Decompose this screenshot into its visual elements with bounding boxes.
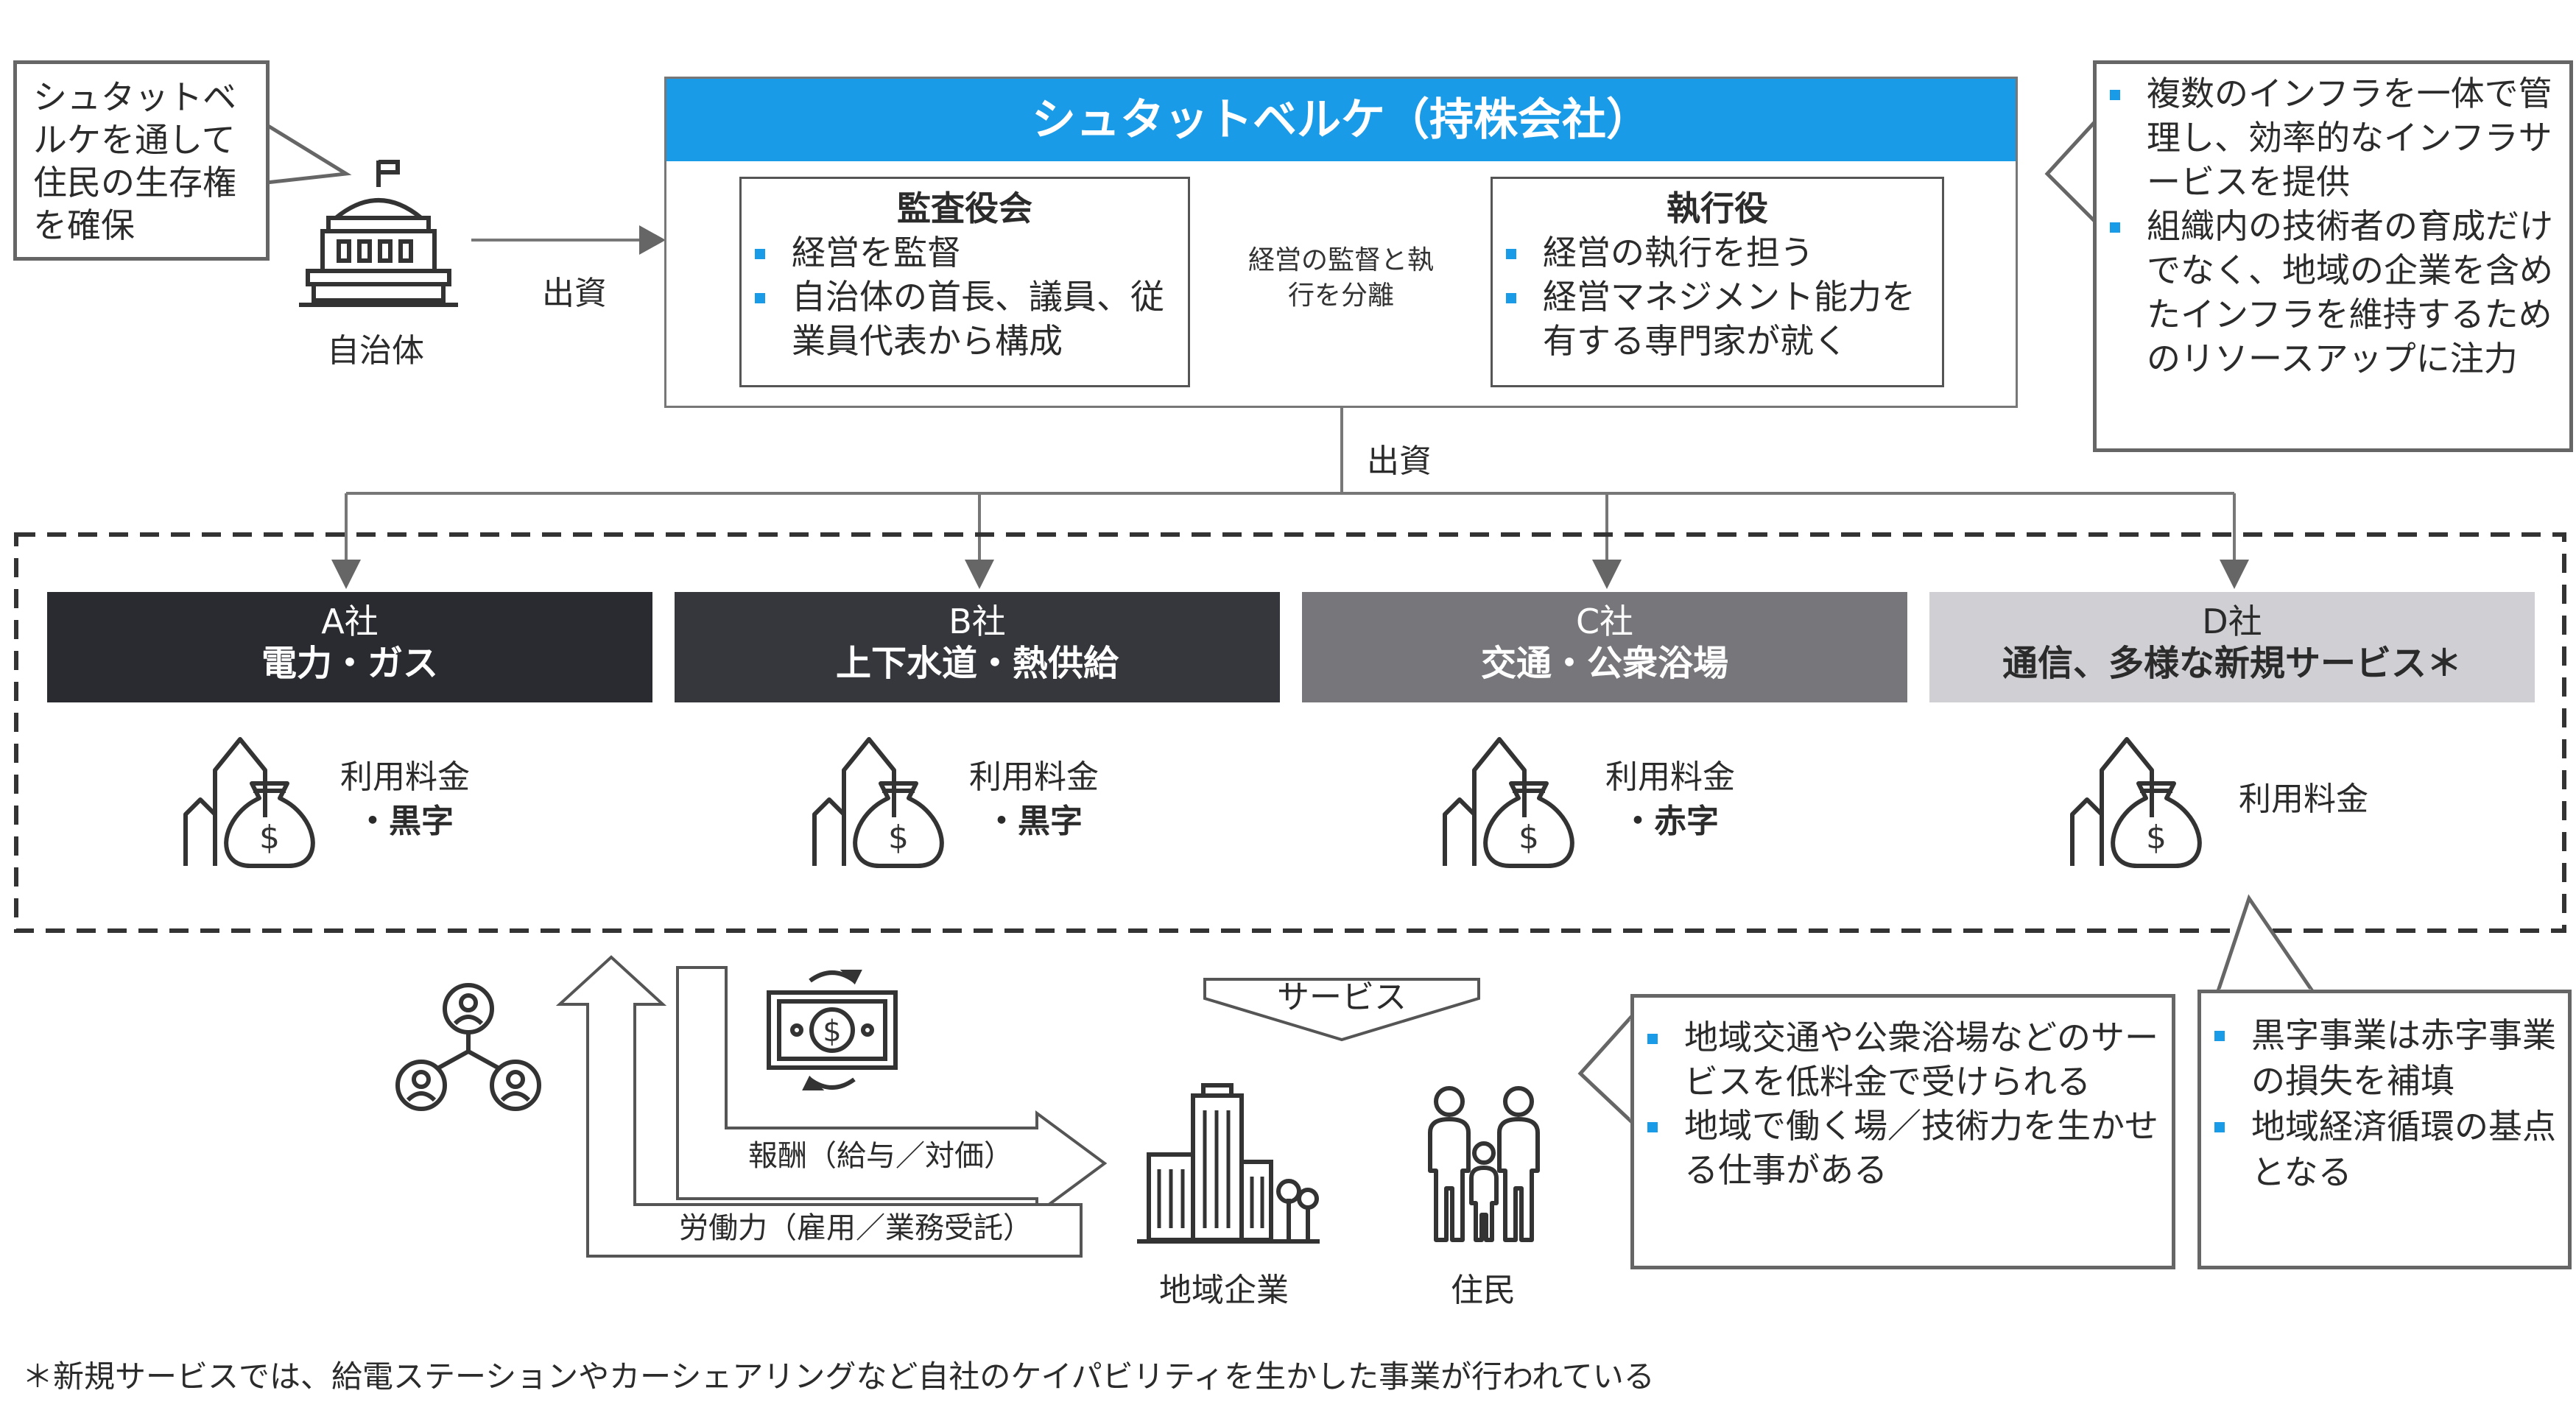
holding-title: シュタットベルケ（持株会社） [666, 79, 2016, 161]
supervisory-board: 監査役会 経営を監督 自治体の首長、議員、従業員代表から構成 [739, 177, 1190, 387]
residents-callout: 地域交通や公衆浴場などのサービスを低料金で受けられる 地域で働く場／技術力を生か… [1630, 994, 2175, 1269]
executive-list: 経営の執行を担う 経営マネジメント能力を有する専門家が就く [1493, 230, 1942, 363]
local-business-building-icon [1137, 1083, 1320, 1244]
company-c-status: ・赤字 [1622, 803, 1719, 840]
company-b-fee: 利用料金 ・黒字 [969, 755, 1099, 844]
company-a-fee: 利用料金 ・黒字 [340, 755, 470, 844]
local-business-label: 地域企業 [1159, 1272, 1289, 1309]
residents-item-2: 地域で働く場／技術力を生かせる仕事がある [1634, 1104, 2164, 1192]
executive-title: 執行役 [1667, 188, 1768, 228]
company-b-status: ・黒字 [985, 803, 1083, 840]
footnote: ＊新規サービスでは、給電ステーションやカーシェアリングなど自社のケイパビリティを… [22, 1358, 1655, 1395]
company-b-fee-label: 利用料金 [969, 758, 1099, 796]
revenue-icon-c [1442, 729, 1582, 873]
profit-item-1: 黒字事業は赤字事業の損失を補填 [2201, 1012, 2561, 1104]
executive-officers: 執行役 経営の執行を担う 経営マネジメント能力を有する専門家が就く [1491, 177, 1944, 387]
service-label: サービス [1277, 979, 1407, 1016]
infrastructure-callout: 複数のインフラを一体で管理し、効率的なインフラサービスを提供 組織内の技術者の育… [2093, 60, 2573, 452]
company-a-desc: 電力・ガス [261, 643, 438, 684]
company-a-name: A社 [321, 602, 379, 641]
company-b-name: B社 [949, 602, 1006, 641]
labor-label: 労働力（雇用／業務受託） [679, 1211, 1032, 1245]
company-c-desc: 交通・公衆浴場 [1480, 643, 1728, 684]
people-network-icon [395, 983, 541, 1111]
company-c-name: C社 [1575, 602, 1634, 641]
company-d-desc: 通信、多様な新規サービス＊ [2002, 643, 2462, 684]
revenue-icon-b [812, 729, 951, 873]
municipality-building-icon [299, 160, 458, 307]
municipality-building-windows [295, 153, 462, 309]
supervisory-board-title: 監査役会 [897, 188, 1032, 228]
company-b-desc: 上下水道・熱供給 [835, 643, 1119, 684]
company-c: C社 交通・公衆浴場 [1302, 592, 1907, 702]
separation-label: 経営の監督と執行を分離 [1247, 245, 1434, 311]
residents-family-icon [1428, 1086, 1540, 1242]
profit-callout: 黒字事業は赤字事業の損失を補填 地域経済循環の基点となる [2197, 990, 2572, 1269]
company-d: D社 通信、多様な新規サービス＊ [1929, 592, 2535, 702]
board-item-1: 経営を監督 [742, 230, 1176, 275]
residents-item-1: 地域交通や公衆浴場などのサービスを低料金で受けられる [1634, 1015, 2164, 1104]
company-c-fee-label: 利用料金 [1605, 758, 1735, 796]
supervisory-board-list: 経営を監督 自治体の首長、議員、従業員代表から構成 [742, 230, 1188, 363]
company-b: B社 上下水道・熱供給 [675, 592, 1280, 702]
holding-invest-label: 出資 [1367, 443, 1432, 480]
svg-text:$: $ [823, 1015, 841, 1048]
company-a-fee-label: 利用料金 [340, 758, 470, 796]
residents-label: 住民 [1451, 1272, 1516, 1309]
municipality-label: 自治体 [327, 332, 424, 370]
infra-item-1: 複数のインフラを一体で管理し、効率的なインフラサービスを提供 [2097, 71, 2562, 204]
money-exchange-icon: $ [767, 970, 898, 1090]
municipality-callout-text: シュタットベルケを通して住民の生存権を確保 [33, 77, 236, 245]
revenue-icon-d [2069, 729, 2209, 873]
board-item-2: 自治体の首長、議員、従業員代表から構成 [742, 275, 1176, 363]
company-d-fee-label: 利用料金 [2239, 780, 2368, 818]
executive-item-1: 経営の執行を担う [1493, 230, 1935, 275]
infra-item-2: 組織内の技術者の育成だけでなく、地域の企業を含めたインフラを維持するためのリソー… [2097, 204, 2562, 381]
revenue-icon-a [183, 729, 323, 873]
municipality-invest-label: 出資 [542, 275, 607, 312]
company-d-name: D社 [2202, 602, 2262, 641]
company-c-fee: 利用料金 ・赤字 [1605, 755, 1735, 844]
company-d-fee: 利用料金 [2239, 778, 2368, 822]
municipality-callout: シュタットベルケを通して住民の生存権を確保 [13, 60, 270, 261]
executive-item-2: 経営マネジメント能力を有する専門家が就く [1493, 275, 1935, 363]
company-a-status: ・黒字 [356, 803, 454, 840]
reward-label: 報酬（給与／対価） [748, 1139, 1013, 1173]
company-a: A社 電力・ガス [47, 592, 652, 702]
profit-item-2: 地域経済循環の基点となる [2201, 1104, 2561, 1195]
